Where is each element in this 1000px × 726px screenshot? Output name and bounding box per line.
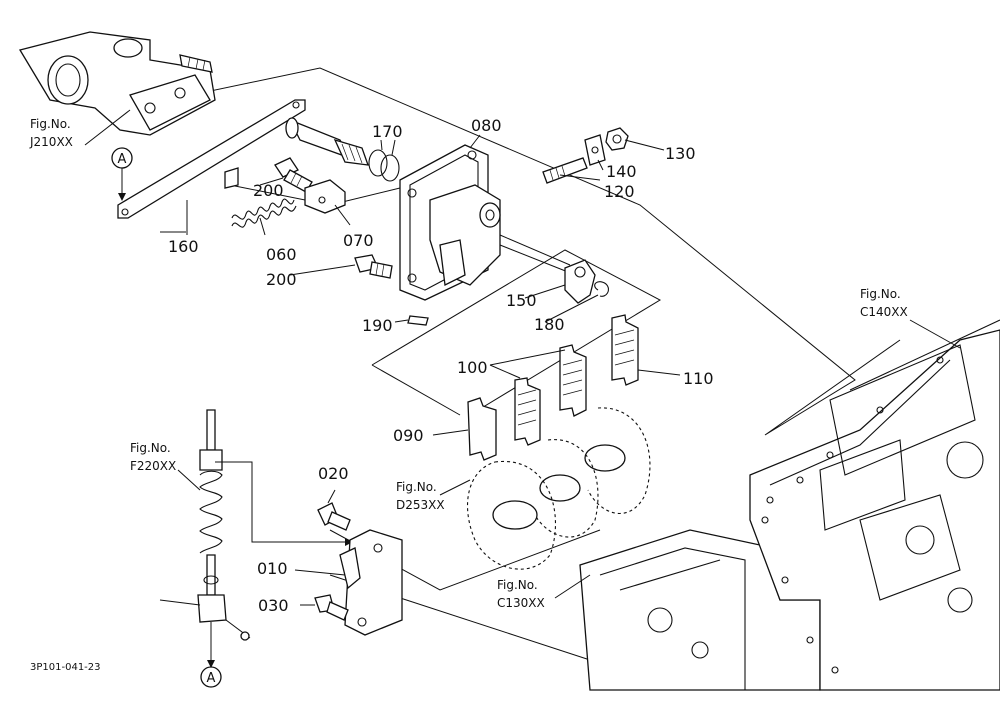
plate-part-110: [611, 314, 639, 386]
part-label-200-lower: 200: [266, 270, 297, 289]
figure-ref-c130: Fig.No. C130XX: [497, 578, 545, 610]
pin-part-190: [407, 315, 429, 326]
figure-ref-d253: Fig.No. D253XX: [396, 480, 445, 512]
figure-ref-f220-label: Fig.No.: [130, 441, 171, 455]
hydraulic-block-part: [18, 31, 216, 136]
bolt-part-020: [317, 502, 351, 531]
leader-rod-to-010: [215, 461, 345, 543]
o-rings-part-170: [368, 149, 400, 182]
figure-ref-f220-code: F220XX: [130, 459, 176, 473]
part-label-130: 130: [665, 144, 696, 163]
connector-letter-top: A: [118, 152, 127, 167]
part-label-090: 090: [393, 426, 424, 445]
transmission-case: [579, 319, 1000, 691]
callout-leaders: [84, 109, 961, 606]
part-label-030: 030: [258, 596, 289, 615]
connector-mark-bottom: A: [200, 666, 222, 688]
part-label-020: 020: [318, 464, 349, 483]
part-label-100: 100: [457, 358, 488, 377]
part-label-070: 070: [343, 231, 374, 250]
friction-discs: [467, 407, 651, 570]
figure-ref-c140-code: C140XX: [860, 305, 908, 319]
cover-housing-part-080: [399, 144, 571, 301]
part-label-080: 080: [471, 116, 502, 135]
figure-ref-c140-label: Fig.No.: [860, 287, 901, 301]
plate-part-100-a: [514, 377, 541, 446]
figure-ref-j210-code: J210XX: [29, 135, 73, 149]
stud-part-120: [542, 157, 588, 184]
figure-ref-f220: Fig.No. F220XX: [130, 441, 176, 473]
figure-ref-d253-label: Fig.No.: [396, 480, 437, 494]
bracket-part-070: [304, 179, 346, 214]
part-label-170: 170: [372, 122, 403, 141]
part-label-120: 120: [604, 182, 635, 201]
actuator-part-010: [339, 529, 403, 636]
figure-ref-j210: Fig.No. J210XX: [29, 117, 73, 149]
part-label-150: 150: [506, 291, 537, 310]
nut-part-130: [605, 127, 629, 151]
part-label-190: 190: [362, 316, 393, 335]
part-label-160: 160: [168, 237, 199, 256]
clip-part-180: [594, 281, 609, 297]
figure-ref-j210-label: Fig.No.: [30, 117, 71, 131]
part-label-010: 010: [257, 559, 288, 578]
figure-ref-c130-code: C130XX: [497, 596, 545, 610]
plate-part-100-b: [559, 344, 587, 417]
lever-part-150: [564, 259, 596, 304]
part-label-200-upper: 200: [253, 181, 284, 200]
diagram-code: 3P101-041-23: [30, 662, 101, 673]
spring-part-060: [231, 198, 297, 228]
connector-letter-bottom: A: [207, 671, 216, 686]
bolt-part-030: [314, 594, 349, 621]
part-label-060: 060: [266, 245, 297, 264]
lever-rod-part-160: [117, 99, 369, 219]
bolt-part-200-lower: [354, 254, 393, 279]
washer-part-140: [584, 134, 606, 166]
rod-assembly: [159, 409, 251, 668]
part-label-110: 110: [683, 369, 714, 388]
figure-ref-d253-code: D253XX: [396, 498, 445, 512]
connector-mark-top: A: [111, 147, 133, 201]
part-label-180: 180: [534, 315, 565, 334]
part-labels: 160 170 080 200 070 060 200 190 150 180 …: [168, 116, 714, 615]
figure-ref-c140: Fig.No. C140XX: [860, 287, 908, 319]
bolt-part-200-upper: [274, 157, 313, 193]
figure-ref-c130-label: Fig.No.: [497, 578, 538, 592]
part-label-140: 140: [606, 162, 637, 181]
plate-part-090: [467, 397, 497, 461]
